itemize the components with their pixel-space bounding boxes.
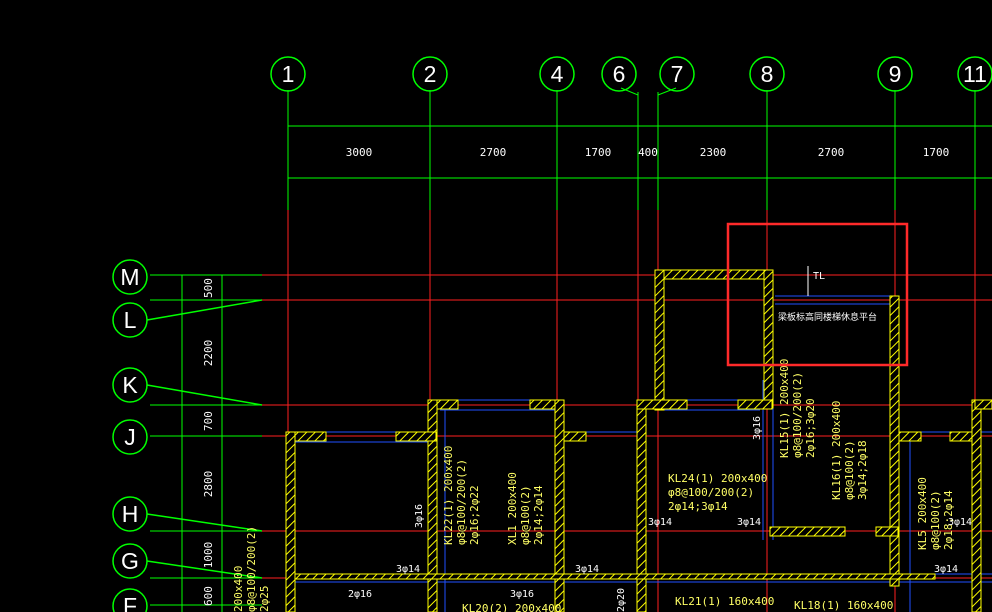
kl16-stirrup: φ8@100(2) — [843, 440, 856, 500]
grid-label-G: G — [121, 548, 139, 574]
grid-label-4: 4 — [551, 61, 564, 87]
kl5-stirrup: φ8@100(2) — [929, 490, 942, 550]
xl1-label: XL1 200x400 — [506, 472, 519, 545]
kl15-rebar: 2φ16;3φ20 — [804, 398, 817, 458]
rebar-callout: 3φ14 — [396, 564, 420, 575]
dim-left-4: 2800 — [202, 471, 215, 498]
xl1-rebar: 2φ14;2φ14 — [532, 485, 545, 545]
rebar-callout: 3φ14 — [648, 517, 672, 528]
highlight-box — [726, 222, 909, 367]
dim-top-2: 2700 — [480, 146, 507, 159]
dim-top-6: 2700 — [818, 146, 845, 159]
grid-label-K: K — [122, 372, 138, 398]
left-beam-stirrup: φ8@100/200(2) — [245, 526, 258, 612]
grid-bubbles-top — [270, 56, 992, 92]
kl21-label: KL21(1) 160x400 — [675, 595, 774, 608]
kl5-label: KL5 200x400 — [916, 477, 929, 550]
kl22-stirrup: φ8@100/200(2) — [455, 459, 468, 545]
grid-label-1: 1 — [282, 61, 295, 87]
grid-bubbles-left — [112, 259, 263, 612]
left-beam-rebar: 2φ25 — [258, 586, 271, 612]
grid-label-L: L — [124, 307, 137, 333]
rebar-callout: 3φ14 — [948, 517, 972, 528]
kl24-stirrup: φ8@100/200(2) — [668, 486, 754, 499]
dim-left-5: 1000 — [202, 542, 215, 569]
kl15-stirrup: φ8@100/200(2) — [791, 372, 804, 458]
rebar-callout: 3φ16 — [752, 416, 763, 440]
dim-left-2: 2200 — [202, 340, 215, 367]
kl22-rebar: 2φ16;2φ22 — [468, 485, 481, 545]
top-dimension-lines — [287, 87, 992, 210]
dim-left-3: 700 — [202, 411, 215, 431]
rebar-callout: 2φ20 — [616, 588, 627, 612]
grid-label-H: H — [122, 501, 139, 527]
tl-label: TL — [813, 271, 825, 282]
rebar-callout: 2φ16 — [348, 589, 372, 600]
grid-label-7: 7 — [671, 61, 684, 87]
axis-lines — [262, 210, 992, 612]
kl24-label: KL24(1) 200x400 — [668, 472, 767, 485]
grid-label-8: 8 — [761, 61, 774, 87]
dim-top-1: 3000 — [346, 146, 373, 159]
walls — [285, 269, 992, 612]
grid-label-6: 6 — [613, 61, 626, 87]
grid-label-2: 2 — [424, 61, 437, 87]
rebar-callout: 3φ16 — [510, 589, 534, 600]
grid-label-9: 9 — [889, 61, 902, 87]
kl16-rebar: 3φ14;2φ18 — [856, 440, 869, 500]
kl18-label: KL18(1) 160x400 — [794, 599, 893, 612]
kl16-label: KL16(1) 200x400 — [830, 401, 843, 500]
rebar-callout: 3φ14 — [575, 564, 599, 575]
left-beam-label: 200x400 — [232, 566, 245, 612]
platform-note: 梁板标高同楼梯休息平台 — [778, 311, 877, 323]
grid-label-11: 11 — [963, 61, 987, 87]
kl5-rebar: 2φ18;2φ14 — [942, 490, 955, 550]
dim-top-5: 2300 — [700, 146, 727, 159]
rebar-callout: 3φ14 — [934, 564, 958, 575]
rebar-callout: 3φ16 — [414, 504, 425, 528]
kl22-label: KL22(1) 200x400 — [442, 446, 455, 545]
left-dimension-lines — [150, 274, 262, 612]
xl1-stirrup: φ8@100(2) — [519, 485, 532, 545]
rebar-callout: 3φ14 — [737, 517, 761, 528]
grid-label-M: M — [120, 264, 139, 290]
grid-label-F: F — [123, 593, 137, 612]
kl24-rebar: 2φ14;3φ14 — [668, 500, 728, 513]
kl20-label: KL20(2) 200x400 — [462, 602, 561, 612]
grid-label-J: J — [124, 424, 136, 450]
dim-left-1: 500 — [202, 278, 215, 298]
dim-top-4: 400 — [638, 146, 658, 159]
kl15-label: KL15(1) 200x400 — [778, 359, 791, 458]
dim-top-7: 1700 — [923, 146, 950, 159]
dim-left-6: 600 — [202, 586, 215, 606]
dim-top-3: 1700 — [585, 146, 612, 159]
